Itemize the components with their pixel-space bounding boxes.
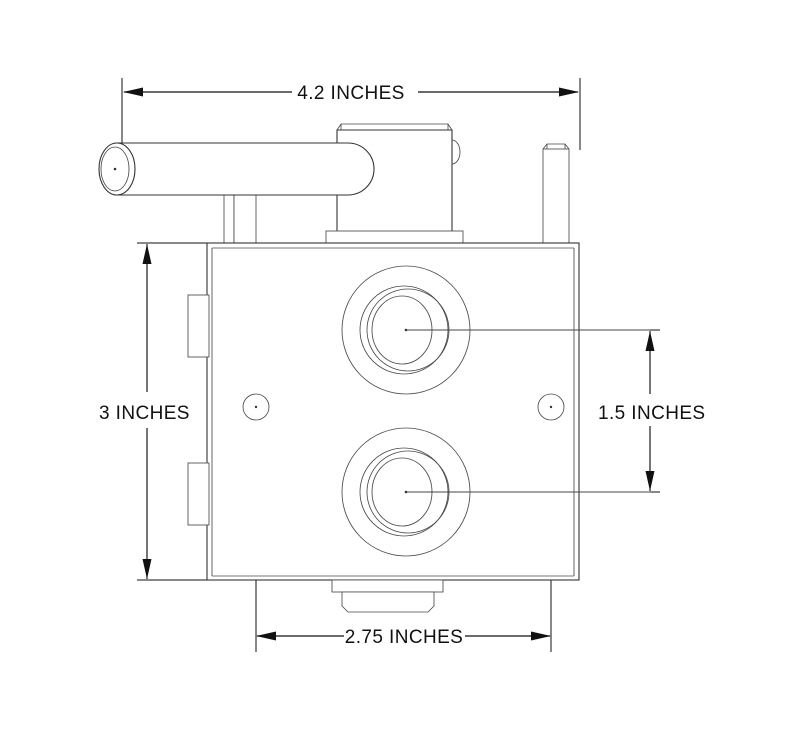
boss-top-chamfer — [336, 123, 453, 131]
arrowhead-left — [256, 631, 276, 641]
upper-port — [341, 265, 650, 395]
arrowhead-lower — [645, 471, 655, 491]
valve-body — [206, 242, 580, 581]
arrowhead-top — [142, 244, 152, 264]
lower-port — [341, 427, 650, 557]
side-tabs — [187, 294, 210, 526]
handle-end-cap-outer — [98, 142, 136, 196]
dimension-overall-height: 3 INCHES — [99, 242, 207, 581]
dimension-overall-width: 4.2 INCHES — [121, 78, 581, 178]
boss-pivot-bulge — [451, 139, 461, 165]
alignment-pin — [542, 143, 570, 244]
upper-side-tab — [187, 294, 210, 358]
left-mounting-hole-center-mark — [254, 405, 258, 409]
lever-handle — [98, 142, 375, 196]
arrowhead-left — [123, 87, 143, 97]
stub-flange — [331, 579, 444, 593]
dimension-label-hole-spacing: 2.75 INCHES — [345, 627, 463, 648]
handle-barrel — [114, 142, 375, 196]
dimension-label-overall-height: 3 INCHES — [99, 403, 190, 424]
dimension-port-spacing: 1.5 INCHES — [566, 329, 705, 493]
dimension-label-port-spacing: 1.5 INCHES — [598, 403, 705, 424]
dimension-label-overall-width: 4.2 INCHES — [297, 83, 404, 104]
arrowhead-right — [559, 87, 579, 97]
handle-center-mark — [113, 167, 117, 171]
bottom-drain-stub — [331, 579, 444, 613]
lower-side-tab — [187, 462, 210, 526]
handle-end-cap-inner — [100, 146, 130, 192]
right-mounting-hole-center-mark — [549, 405, 553, 409]
arrowhead-upper — [645, 331, 655, 351]
body-outline — [206, 242, 580, 581]
arrowhead-right — [531, 631, 551, 641]
arrowhead-bottom — [142, 559, 152, 579]
pin-top-chamfer — [542, 143, 570, 150]
stub-body — [341, 591, 435, 613]
pin-shaft — [542, 148, 570, 244]
boss-base-flange — [325, 230, 464, 244]
mounting-holes — [242, 393, 565, 421]
